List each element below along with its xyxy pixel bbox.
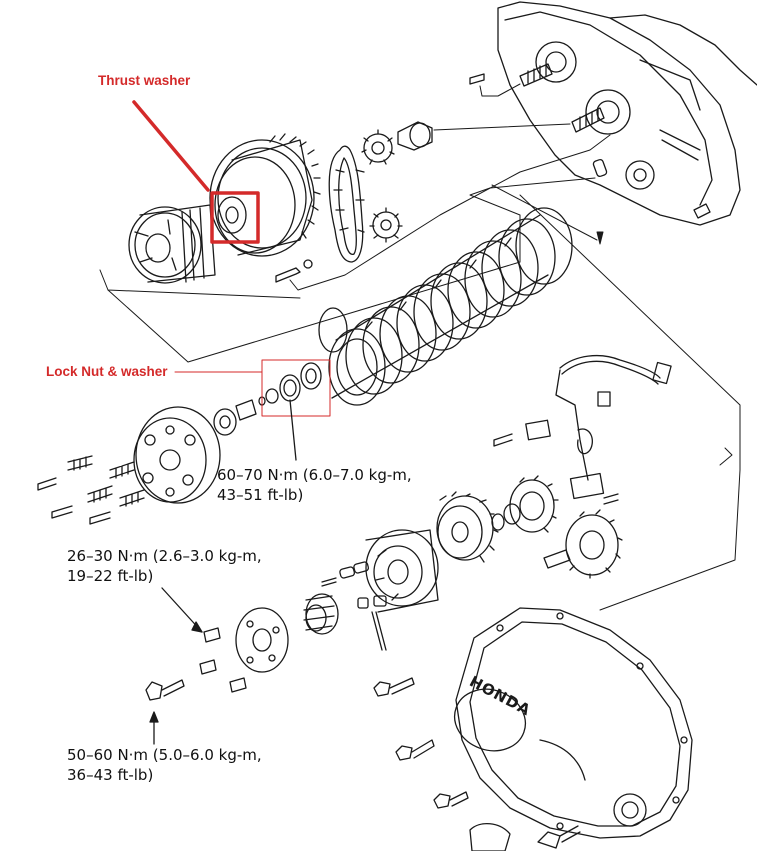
mainshaft [519,63,711,219]
torque-spec-lock-nut: 60–70 N·m (6.0–7.0 kg-m, 43–51 ft-lb) [217,465,412,505]
clutch-center [128,204,216,284]
starter-reduction-gear [491,475,559,533]
starter-clutch [365,529,439,613]
starter-driven-gear [543,509,623,579]
torque-spec-small-bolts: 26–30 N·m (2.6–3.0 kg-m, 19–22 ft-lb) [67,546,262,586]
housing-bolt [275,267,301,283]
pressure-ring [318,307,348,353]
cover-brand-text: HONDA [466,672,534,719]
torque-spec-line: 26–30 N·m (2.6–3.0 kg-m, [67,547,262,565]
torque-spec-line: 50–60 N·m (5.0–6.0 kg-m, [67,746,262,764]
oil-filler-cap [469,823,511,851]
housing-bolt-washer [303,259,313,269]
torque-spec-line: 36–43 ft-lb) [67,766,154,784]
primary-drive-plate [235,607,289,673]
lock-nut-washer-label: Lock Nut & washer [46,364,168,379]
cover-bolts [373,677,581,849]
needle-bearing [303,593,339,635]
dowel-pin [469,73,485,85]
torque-spec-line: 60–70 N·m (6.0–7.0 kg-m, [217,466,412,484]
lock-nut-washer-group [213,362,322,436]
small-bolts [145,627,247,701]
clutch-springs [37,455,145,525]
clutch-outer-housing [209,133,321,257]
right-crankcase-cover [453,607,693,839]
neutral-switch-harness [493,354,672,505]
starter-idle-gear [436,491,499,563]
torque-spec-line: 19–22 ft-lb) [67,567,154,585]
crankcase [497,1,757,226]
pressure-plate [133,406,221,504]
oil-pump-driven-sprocket [369,207,403,243]
callout-lines [132,100,331,745]
thrust-washer-label: Thrust washer [98,73,191,88]
oil-pump-drive-sprocket [361,121,433,165]
clutch-plate-stack [328,207,573,406]
torque-spec-line: 43–51 ft-lb) [217,486,304,504]
torque-spec-bolt: 50–60 N·m (5.0–6.0 kg-m, 36–43 ft-lb) [67,745,262,785]
assembly-leader-lines [99,83,741,611]
oil-pump-chain [328,145,365,263]
starter-clutch-rollers [321,561,387,651]
